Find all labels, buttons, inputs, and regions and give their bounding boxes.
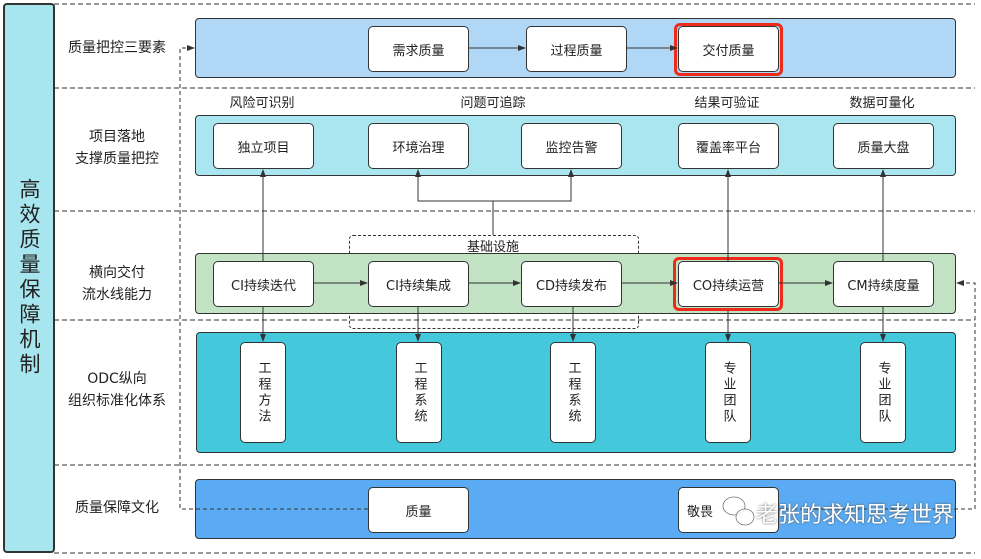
row-label: 项目落地 支撑质量把控 xyxy=(75,129,159,167)
feedback-arrow xyxy=(779,280,976,510)
odc-box: 专业团队 xyxy=(860,342,906,443)
pipeline-box: CD持续发布 xyxy=(521,261,622,307)
header-label: 问题可追踪 xyxy=(460,96,526,111)
header-label: 风险可识别 xyxy=(229,96,295,111)
project-box: 监控告警 xyxy=(521,123,622,169)
row-label: 质量把控三要素 xyxy=(68,40,166,56)
element-box: 交付质量 xyxy=(678,26,779,72)
row-dividers xyxy=(54,3,975,554)
element-box: 过程质量 xyxy=(526,26,627,72)
arrow xyxy=(415,169,494,235)
project-box: 质量大盘 xyxy=(833,123,934,169)
row-label: ODC纵向 组织标准化体系 xyxy=(68,371,166,409)
header-label: 结果可验证 xyxy=(694,96,760,111)
infra-label: 基础设施 xyxy=(466,240,519,255)
odc-box: 工程系统 xyxy=(396,342,442,443)
wechat-icon xyxy=(722,496,755,526)
odc-box: 专业团队 xyxy=(705,342,751,443)
culture-box: 质量 xyxy=(368,487,469,533)
odc-box: 工程系统 xyxy=(550,342,596,443)
element-box: 需求质量 xyxy=(368,26,469,72)
odc-box: 工程方法 xyxy=(240,342,286,443)
row-label: 质量保障文化 xyxy=(75,500,159,516)
feedback-arrow xyxy=(179,45,368,510)
project-box: 覆盖率平台 xyxy=(678,123,779,169)
watermark: 老张的求知思考世界 xyxy=(756,503,955,528)
pipeline-box: CM持续度量 xyxy=(833,261,934,307)
pipeline-box: CI持续迭代 xyxy=(213,261,314,307)
project-box: 独立项目 xyxy=(213,123,314,169)
project-box: 环境治理 xyxy=(368,123,469,169)
side-title-bar: 高效质量保障机制 xyxy=(3,3,55,553)
side-title: 高效质量保障机制 xyxy=(17,178,41,378)
arrow xyxy=(493,169,574,202)
pipeline-box: CO持续运营 xyxy=(678,261,779,307)
pipeline-box: CI持续集成 xyxy=(368,261,469,307)
header-label: 数据可量化 xyxy=(849,96,915,111)
row-label: 横向交付 流水线能力 xyxy=(82,265,152,303)
